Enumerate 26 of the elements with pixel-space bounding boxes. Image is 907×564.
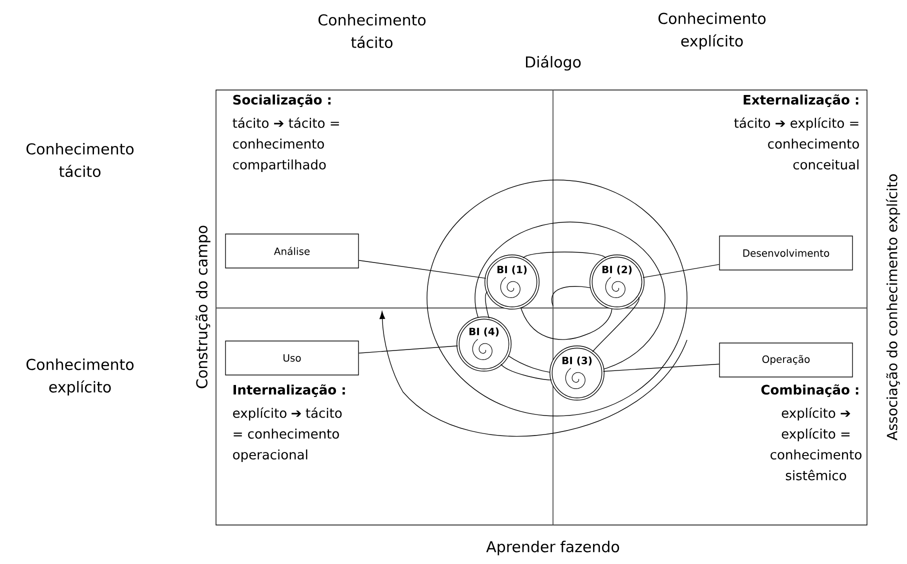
spiral-line <box>500 364 552 380</box>
spiral-line <box>485 291 490 319</box>
quadrant-text: tácito ➔ tácito = conhecimento compartilhado <box>232 117 339 172</box>
axis-label: Diálogo <box>526 55 581 71</box>
process-box: Operação <box>719 342 853 378</box>
quadrant-heading: Socialização : <box>233 94 331 107</box>
axis-label: Conhecimento explícito <box>26 358 134 396</box>
axis-label: Associação do conhecimento explícito <box>886 174 900 440</box>
axis-label: Aprender fazendo <box>486 540 620 556</box>
axis-label: Conhecimento explícito <box>658 12 766 50</box>
quadrant-text: explícito ➔ tácito = conhecimento operacional <box>233 407 342 462</box>
quadrant-text: tácito ➔ explícito = conhecimento conceitual <box>734 117 859 170</box>
connector-line <box>642 264 720 278</box>
connector-line <box>358 346 458 354</box>
axis-label: Conhecimento tácito <box>318 14 426 48</box>
process-box: Desenvolvimento <box>719 236 853 270</box>
spiral-line <box>592 296 640 352</box>
spiral-line <box>522 252 606 258</box>
axis-label: Conhecimento tácito <box>26 142 134 178</box>
quadrant-text: explícito ➔ explícito = conhecimento sistêmico <box>770 407 862 480</box>
quadrant-heading: Externalização : <box>744 94 858 107</box>
axis-label: Construção do campo <box>196 226 210 388</box>
process-box: Análise <box>225 234 359 268</box>
connector-line <box>602 364 720 372</box>
process-box: Uso <box>225 340 359 376</box>
connector-line <box>358 260 486 279</box>
